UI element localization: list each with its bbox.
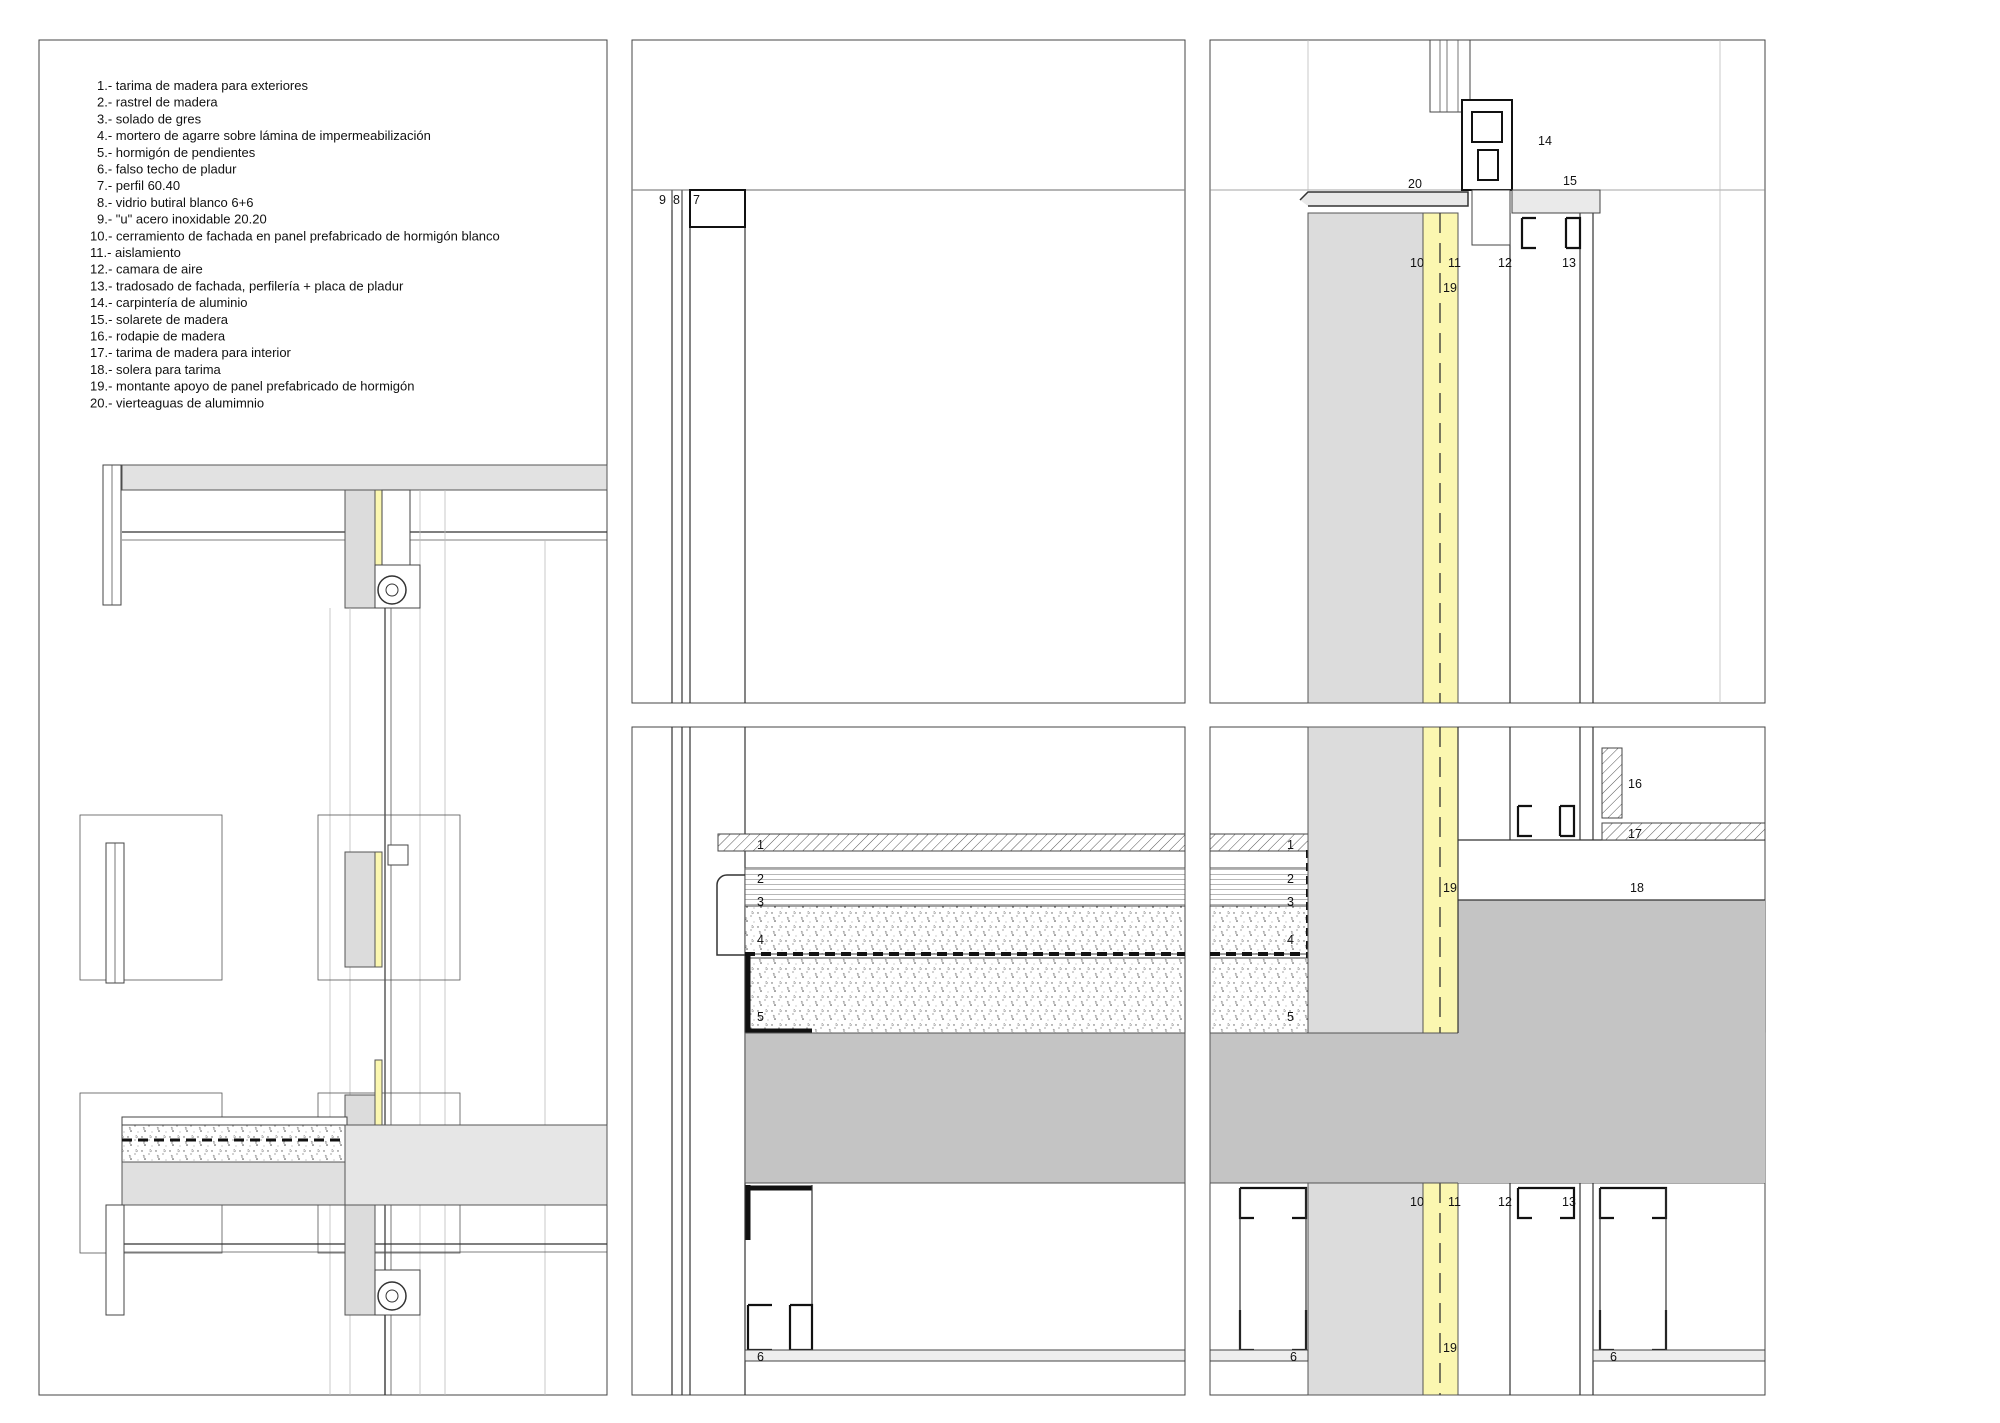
callout-number: 19 <box>1443 281 1457 295</box>
callout-number: 4 <box>757 933 764 947</box>
callout-number: 19 <box>1443 1341 1457 1355</box>
callout-number: 2 <box>1287 872 1294 886</box>
callout-number: 16 <box>1628 777 1642 791</box>
exterior-decking <box>717 833 1186 852</box>
wood-sill <box>1511 189 1601 214</box>
callout-number: 5 <box>1287 1010 1294 1024</box>
legend-item: 11.- aislamiento <box>90 245 181 260</box>
interior-decking <box>1601 822 1766 841</box>
legend-item: 4.- mortero de agarre sobre lámina de im… <box>97 128 431 143</box>
callout-number: 10 <box>1410 256 1424 270</box>
sill-detail: 20 14 15 10 11 12 13 19 <box>1210 39 1765 704</box>
legend-item: 9.- "u" acero inoxidable 20.20 <box>97 212 267 227</box>
callout-number: 14 <box>1538 134 1552 148</box>
callout-number: 13 <box>1562 1195 1576 1209</box>
sloping-concrete <box>747 957 1186 1034</box>
legend-item: 15.- solarete de madera <box>90 312 229 327</box>
legend-item: 18.- solera para tarima <box>90 362 222 377</box>
plasterboard-ceiling <box>744 1349 1186 1362</box>
tile-floor <box>744 905 1186 955</box>
concrete-slab <box>744 1032 1186 1184</box>
panel-frame-top-middle <box>631 39 1186 704</box>
legend-item: 20.- vierteaguas de alumimnio <box>90 395 264 410</box>
terrace-edge-detail: 1 2 3 4 5 6 <box>671 727 1186 1395</box>
legend-item: 14.- carpintería de aluminio <box>90 295 248 310</box>
callout-number: 7 <box>693 193 700 207</box>
callout-number: 5 <box>757 1010 764 1024</box>
callout-number: 18 <box>1630 881 1644 895</box>
upper-facade-panel <box>344 489 376 609</box>
callout-number: 12 <box>1498 1195 1512 1209</box>
legend-item: 1.- tarima de madera para exteriores <box>97 78 308 93</box>
callout-number: 13 <box>1562 256 1576 270</box>
detail-callout-box <box>79 814 223 981</box>
callout-number: 3 <box>757 895 764 909</box>
callout-number: 15 <box>1563 174 1577 188</box>
legend-item: 19.- montante apoyo de panel prefabricad… <box>90 379 415 394</box>
legend: 1.- tarima de madera para exteriores 2.-… <box>90 78 500 410</box>
legend-item: 5.- hormigón de pendientes <box>97 145 256 160</box>
legend-item: 7.- perfil 60.40 <box>97 178 180 193</box>
legend-item: 16.- rodapie de madera <box>90 329 226 344</box>
roller-icon <box>377 575 407 605</box>
legend-item: 10.- cerramiento de fachada en panel pre… <box>90 228 500 243</box>
aluminium-sill <box>1299 191 1469 207</box>
legend-item: 6.- falso techo de pladur <box>97 162 237 177</box>
facade-panel <box>1307 212 1424 704</box>
callout-number: 20 <box>1408 177 1422 191</box>
callout-number: 1 <box>757 838 764 852</box>
jamb-detail: 9 8 7 <box>632 189 1185 703</box>
legend-item: 8.- vidrio butiral blanco 6+6 <box>97 195 253 210</box>
legend-item: 3.- solado de gres <box>97 111 202 126</box>
legend-item: 12.- camara de aire <box>90 262 203 277</box>
callout-number: 17 <box>1628 827 1642 841</box>
callout-number: 1 <box>1287 838 1294 852</box>
callout-number: 2 <box>757 872 764 886</box>
callout-number: 12 <box>1498 256 1512 270</box>
legend-item: 2.- rastrel de madera <box>97 95 218 110</box>
wall-slab-junction-detail: 1 2 3 4 5 <box>1209 726 1766 1396</box>
skirting-board <box>1601 747 1623 819</box>
callout-number: 4 <box>1287 933 1294 947</box>
overall-section-drawing <box>79 464 608 1395</box>
callout-number: 3 <box>1287 895 1294 909</box>
profile-60-40 <box>689 189 746 228</box>
callout-number: 6 <box>757 1350 764 1364</box>
callout-number: 10 <box>1410 1195 1424 1209</box>
wood-battens <box>744 867 1186 907</box>
callout-number: 6 <box>1610 1350 1617 1364</box>
callout-number: 8 <box>673 193 680 207</box>
legend-item: 17.- tarima de madera para interior <box>90 345 292 360</box>
panel-frame-left <box>38 39 608 1396</box>
roller-icon <box>377 1281 407 1311</box>
callout-number: 9 <box>659 193 666 207</box>
aluminium-frame <box>1461 99 1513 191</box>
callout-number: 11 <box>1448 256 1461 270</box>
detail-callout-box <box>317 814 461 981</box>
shutter-box <box>374 564 421 609</box>
panel-frame-top-right <box>1209 39 1766 704</box>
upper-slab <box>121 464 608 491</box>
legend-item: 13.- tradosado de fachada, perfilería + … <box>90 278 404 293</box>
callout-number: 11 <box>1448 1195 1461 1209</box>
callout-number: 6 <box>1290 1350 1297 1364</box>
callout-number: 19 <box>1443 881 1457 895</box>
